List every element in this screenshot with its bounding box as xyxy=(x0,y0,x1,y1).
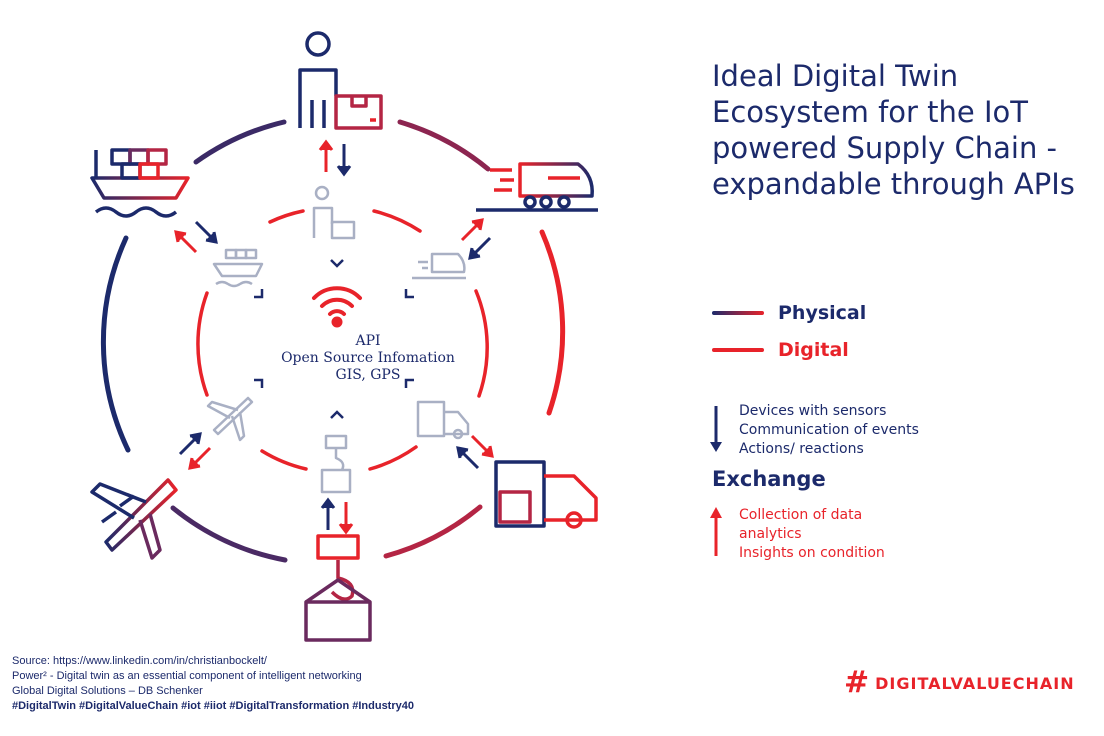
bracket-nw xyxy=(254,289,264,299)
inner-ship-icon xyxy=(212,248,264,288)
footer-hashtags: #DigitalTwin #DigitalValueChain #iot #ii… xyxy=(12,700,414,712)
inner-worker-icon xyxy=(312,185,356,240)
worker-with-box-icon xyxy=(298,31,383,130)
legend-up-arrow xyxy=(710,507,722,556)
arrow-ship-out xyxy=(174,230,198,254)
train-icon xyxy=(476,162,598,212)
arrow-truck-in xyxy=(456,446,480,470)
airplane-icon xyxy=(90,478,178,560)
center-line: Open Source Infomation xyxy=(281,350,455,366)
arrow-ship-in xyxy=(194,220,218,244)
exchange-title: Exchange xyxy=(712,467,826,491)
outer-arc-truck-crane xyxy=(383,504,483,559)
corner-marks xyxy=(254,259,414,419)
inner-plane-icon xyxy=(206,396,254,442)
center-label: API Open Source Infomation GIS, GPS xyxy=(268,333,468,384)
exchange-up-list: Collection of data analytics Insights on… xyxy=(739,506,885,563)
center-line: API xyxy=(355,333,381,349)
inner-arc-2 xyxy=(372,209,422,233)
inner-arc-4 xyxy=(368,445,418,471)
center-line: GIS, GPS xyxy=(335,367,401,383)
footer-org: Global Digital Solutions – DB Schenker xyxy=(12,685,203,697)
inner-train-icon xyxy=(412,252,466,280)
inner-arc-6 xyxy=(196,291,209,397)
arrow-truck-out xyxy=(470,434,494,458)
exchange-up-item: analytics xyxy=(739,526,802,542)
crane-hook-icon xyxy=(304,534,372,642)
diagram-title: Ideal Digital Twin Ecosystem for the IoT… xyxy=(712,59,1075,201)
inner-arc-3 xyxy=(474,289,489,398)
bracket-sw xyxy=(254,378,264,388)
footer-power: Power² - Digital twin as an essential co… xyxy=(12,670,362,682)
outer-arc-crane-plane xyxy=(170,505,288,563)
footer-source: Source: https://www.linkedin.com/in/chri… xyxy=(12,655,267,667)
inner-arc-5 xyxy=(260,449,308,471)
outer-arc-train-truck xyxy=(539,229,566,416)
inner-truck-icon xyxy=(416,400,470,440)
arrow-plane-down xyxy=(188,446,212,470)
legend-down-arrow xyxy=(710,406,722,452)
arrow-train-up xyxy=(460,218,484,242)
chevron-down-icon xyxy=(330,259,344,268)
container-ship-icon xyxy=(90,148,190,218)
inner-icons xyxy=(206,185,470,494)
inner-ring xyxy=(196,209,489,471)
exchange-up-item: Collection of data xyxy=(739,507,863,523)
arrow-train-down xyxy=(468,236,492,260)
arrow-crane-down xyxy=(338,502,354,535)
inner-arc-1 xyxy=(268,209,305,224)
footer: Source: https://www.linkedin.com/in/chri… xyxy=(12,654,414,714)
exchange-down-list: Devices with sensors Communication of ev… xyxy=(739,402,919,459)
outer-arc-worker-train xyxy=(397,119,491,172)
exchange-arrows xyxy=(174,139,494,535)
bracket-ne xyxy=(404,289,414,299)
outer-arc-plane-ship xyxy=(100,235,131,453)
legend-physical-label: Physical xyxy=(778,302,867,324)
exchange-down-item: Communication of events xyxy=(739,422,919,438)
wifi-icon xyxy=(312,286,362,328)
exchange-down-item: Devices with sensors xyxy=(739,403,887,419)
inner-crane-icon xyxy=(320,434,352,494)
arrow-worker-down xyxy=(336,144,352,177)
outer-arc-ship-worker xyxy=(193,119,287,165)
exchange-up-item: Insights on condition xyxy=(739,545,885,561)
outer-ring xyxy=(100,119,566,563)
legend-digital-line xyxy=(712,348,764,352)
exchange-down-item: Actions/ reactions xyxy=(739,441,864,457)
legend-digital-label: Digital xyxy=(778,339,849,361)
bracket-se xyxy=(404,378,414,388)
brand-text: DIGITALVALUECHAIN xyxy=(875,673,1075,693)
brand-logo: # DIGITALVALUECHAIN xyxy=(844,668,1075,698)
arrow-crane-up xyxy=(320,497,336,530)
brand-hash-icon: # xyxy=(844,665,870,700)
truck-icon xyxy=(494,460,598,529)
arrow-plane-up xyxy=(178,432,202,456)
arrow-worker-up xyxy=(318,139,334,172)
legend-physical-line xyxy=(712,311,764,315)
chevron-up-icon xyxy=(330,410,344,419)
